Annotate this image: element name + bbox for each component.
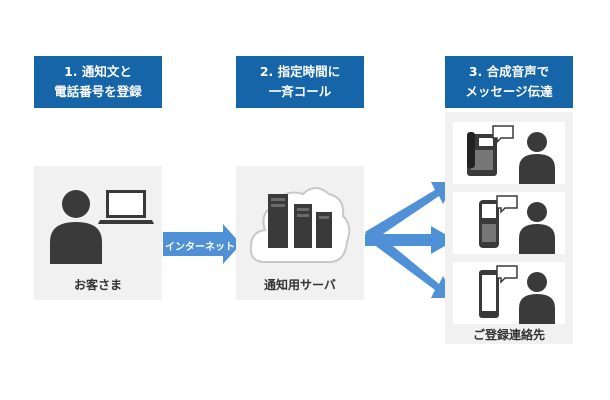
arrow-to-feature-phone (365, 226, 455, 254)
server-label: 通知用サーバ (264, 278, 336, 292)
server-panel: 通知用サーバ (236, 166, 364, 300)
laptop-icon (98, 190, 154, 224)
contacts-panel: ご登録連絡先 (445, 112, 573, 344)
internet-arrow (163, 224, 241, 264)
person-icon (50, 190, 102, 264)
contacts-label: ご登録連絡先 (472, 328, 545, 342)
internet-label: インターネット (165, 242, 235, 253)
person-icon (519, 132, 555, 184)
step-3-header: 3. 合成音声で メッセージ伝達 (445, 56, 573, 108)
step-2-line2: 一斉コール (268, 84, 332, 99)
step-1-line1: 1. 通知文と (64, 64, 132, 79)
person-icon (519, 202, 555, 254)
step-2-header: 2. 指定時間に 一斉コール (236, 56, 364, 108)
step-3-line2: メッセージ伝達 (465, 84, 553, 99)
step-1-line2: 電話番号を登録 (54, 84, 142, 99)
person-icon (519, 272, 555, 324)
speech-bubble-icon (492, 125, 514, 144)
step-2-line1: 2. 指定時間に (259, 64, 341, 79)
server-icon (268, 194, 332, 248)
contact-card-smartphone (453, 262, 565, 324)
contact-card-desk-phone (453, 122, 565, 184)
speech-bubble-icon (496, 265, 518, 284)
broadcast-arrows (365, 182, 455, 298)
step-1-header: 1. 通知文と 電話番号を登録 (34, 56, 162, 108)
step-3-line1: 3. 合成音声で (468, 64, 550, 79)
customer-panel: お客さま (34, 166, 162, 300)
speech-bubble-icon (496, 195, 518, 214)
feature-phone-icon (479, 200, 499, 248)
customer-label: お客さま (73, 278, 122, 292)
arrow-to-desk-phone (365, 182, 455, 242)
arrow-to-smartphone (365, 228, 455, 298)
contact-card-feature-phone (453, 192, 565, 254)
smartphone-icon (479, 270, 499, 318)
desk-phone-icon (467, 132, 497, 176)
